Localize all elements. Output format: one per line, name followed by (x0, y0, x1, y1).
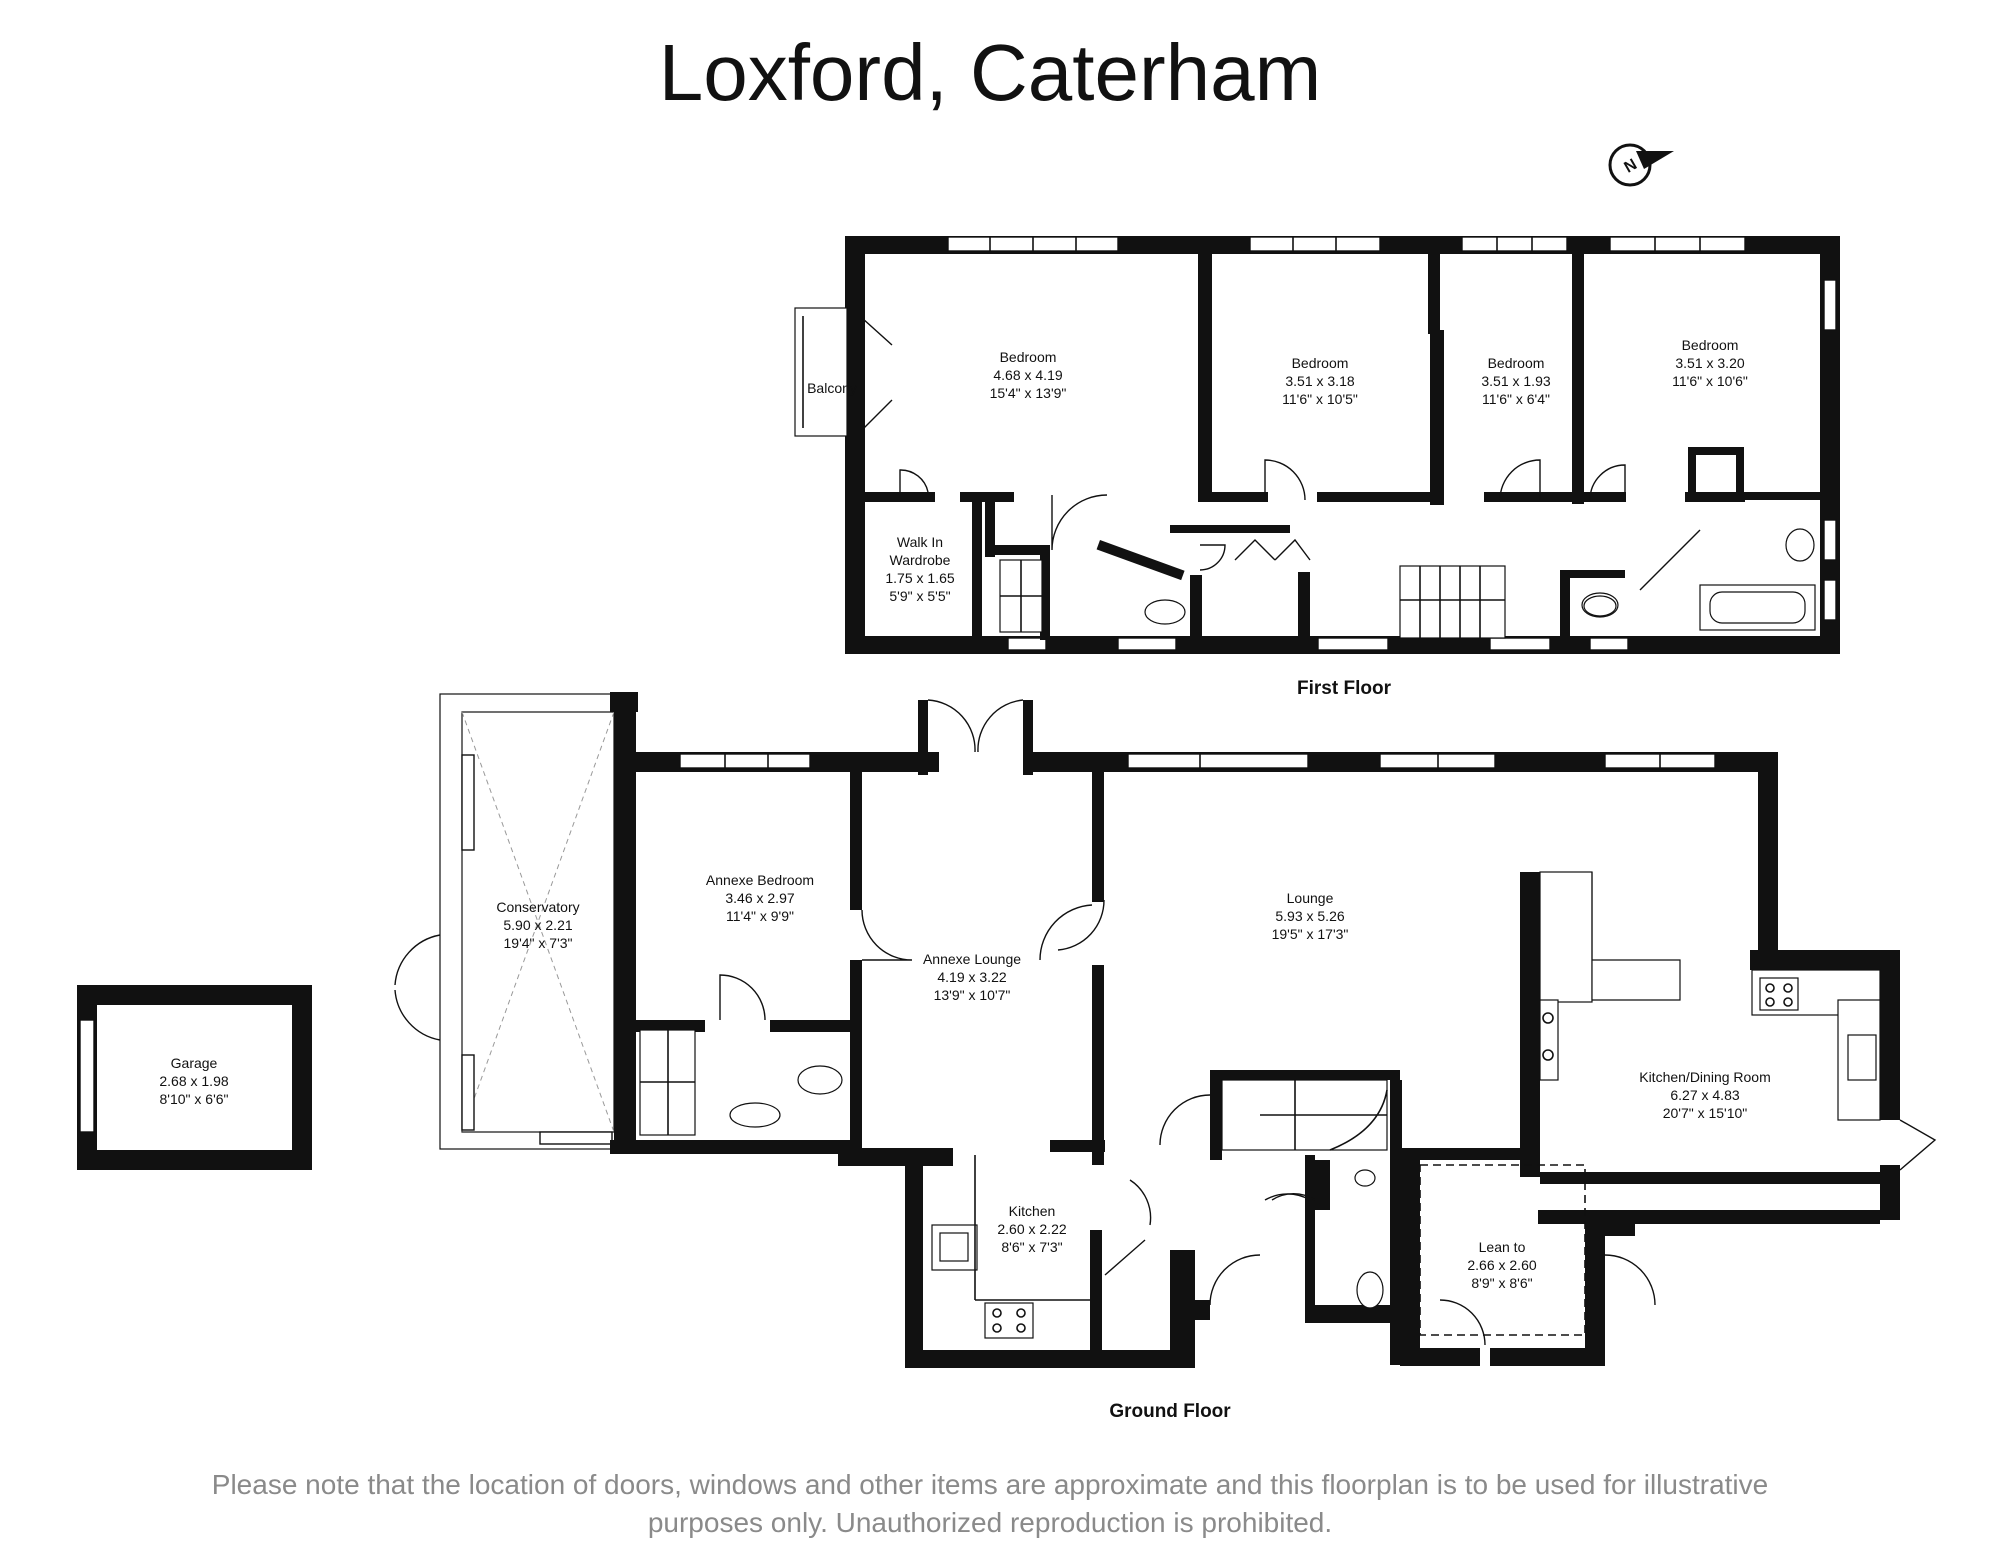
garage-metric: 2.68 x 1.98 (159, 1073, 228, 1089)
ff-bedroom-1-imperial: 15'4" x 13'9" (990, 385, 1067, 401)
lounge-imperial: 19'5" x 17'3" (1272, 926, 1349, 942)
lean-to-imperial: 8'9" x 8'6" (1471, 1275, 1532, 1291)
page-title: Loxford, Caterham (659, 28, 1322, 117)
conservatory-imperial: 19'4" x 7'3" (504, 935, 573, 951)
compass-north-icon: N (1608, 143, 1674, 187)
annexe-lounge-imperial: 13'9" x 10'7" (934, 987, 1011, 1003)
walk-in-name: Walk In (897, 534, 943, 550)
disclaimer-line-2: purposes only. Unauthorized reproduction… (648, 1507, 1332, 1538)
kitchen-dining-metric: 6.27 x 4.83 (1670, 1087, 1739, 1103)
kitchen-metric: 2.60 x 2.22 (997, 1221, 1066, 1237)
ff-bedroom-4-name: Bedroom (1682, 337, 1739, 353)
ground-floor-plan: Conservatory 5.90 x 2.21 19'4" x 7'3" An… (394, 692, 1937, 1422)
walk-in-imperial: 5'9" x 5'5" (889, 588, 950, 604)
first-floor-plan: Balcony (794, 236, 1840, 699)
lean-to-name: Lean to (1479, 1239, 1526, 1255)
ff-bedroom-3-metric: 3.51 x 1.93 (1481, 373, 1550, 389)
kitchen-name: Kitchen (1009, 1203, 1056, 1219)
ff-bedroom-3-imperial: 11'6" x 6'4" (1482, 391, 1550, 407)
lean-to-metric: 2.66 x 2.60 (1467, 1257, 1536, 1273)
kitchen-dining-imperial: 20'7" x 15'10" (1663, 1105, 1748, 1121)
ground-floor-label: Ground Floor (1109, 1401, 1231, 1422)
garage-imperial: 8'10" x 6'6" (160, 1091, 229, 1107)
ff-bedroom-2-metric: 3.51 x 3.18 (1285, 373, 1354, 389)
annexe-bedroom-metric: 3.46 x 2.97 (725, 890, 794, 906)
compass-label: N (1621, 156, 1640, 177)
ff-bedroom-2-name: Bedroom (1292, 355, 1349, 371)
walk-in-metric: 1.75 x 1.65 (885, 570, 954, 586)
annexe-bedroom-imperial: 11'4" x 9'9" (726, 908, 794, 924)
balcony-label: Balcony (807, 380, 857, 396)
lounge-metric: 5.93 x 5.26 (1275, 908, 1344, 924)
annexe-lounge-metric: 4.19 x 3.22 (937, 969, 1006, 985)
ff-bedroom-4-metric: 3.51 x 3.20 (1675, 355, 1744, 371)
ff-bedroom-4-imperial: 11'6" x 10'6" (1672, 373, 1748, 389)
garage-name: Garage (171, 1055, 218, 1071)
kitchen-dining-name: Kitchen/Dining Room (1639, 1069, 1771, 1085)
walk-in-name2: Wardrobe (890, 552, 951, 568)
disclaimer-line-1: Please note that the location of doors, … (212, 1469, 1768, 1500)
ff-bedroom-3-name: Bedroom (1488, 355, 1545, 371)
garage-plan: Garage 2.68 x 1.98 8'10" x 6'6" (77, 985, 312, 1170)
annexe-lounge-name: Annexe Lounge (923, 951, 1021, 967)
conservatory-name: Conservatory (496, 899, 579, 915)
kitchen-imperial: 8'6" x 7'3" (1001, 1239, 1062, 1255)
ff-bedroom-1-name: Bedroom (1000, 349, 1057, 365)
conservatory-metric: 5.90 x 2.21 (503, 917, 572, 933)
annexe-bedroom-name: Annexe Bedroom (706, 872, 814, 888)
ff-bedroom-2-imperial: 11'6" x 10'5" (1282, 391, 1358, 407)
first-floor-label: First Floor (1297, 678, 1392, 699)
lounge-name: Lounge (1287, 890, 1334, 906)
ff-bedroom-1-metric: 4.68 x 4.19 (993, 367, 1062, 383)
